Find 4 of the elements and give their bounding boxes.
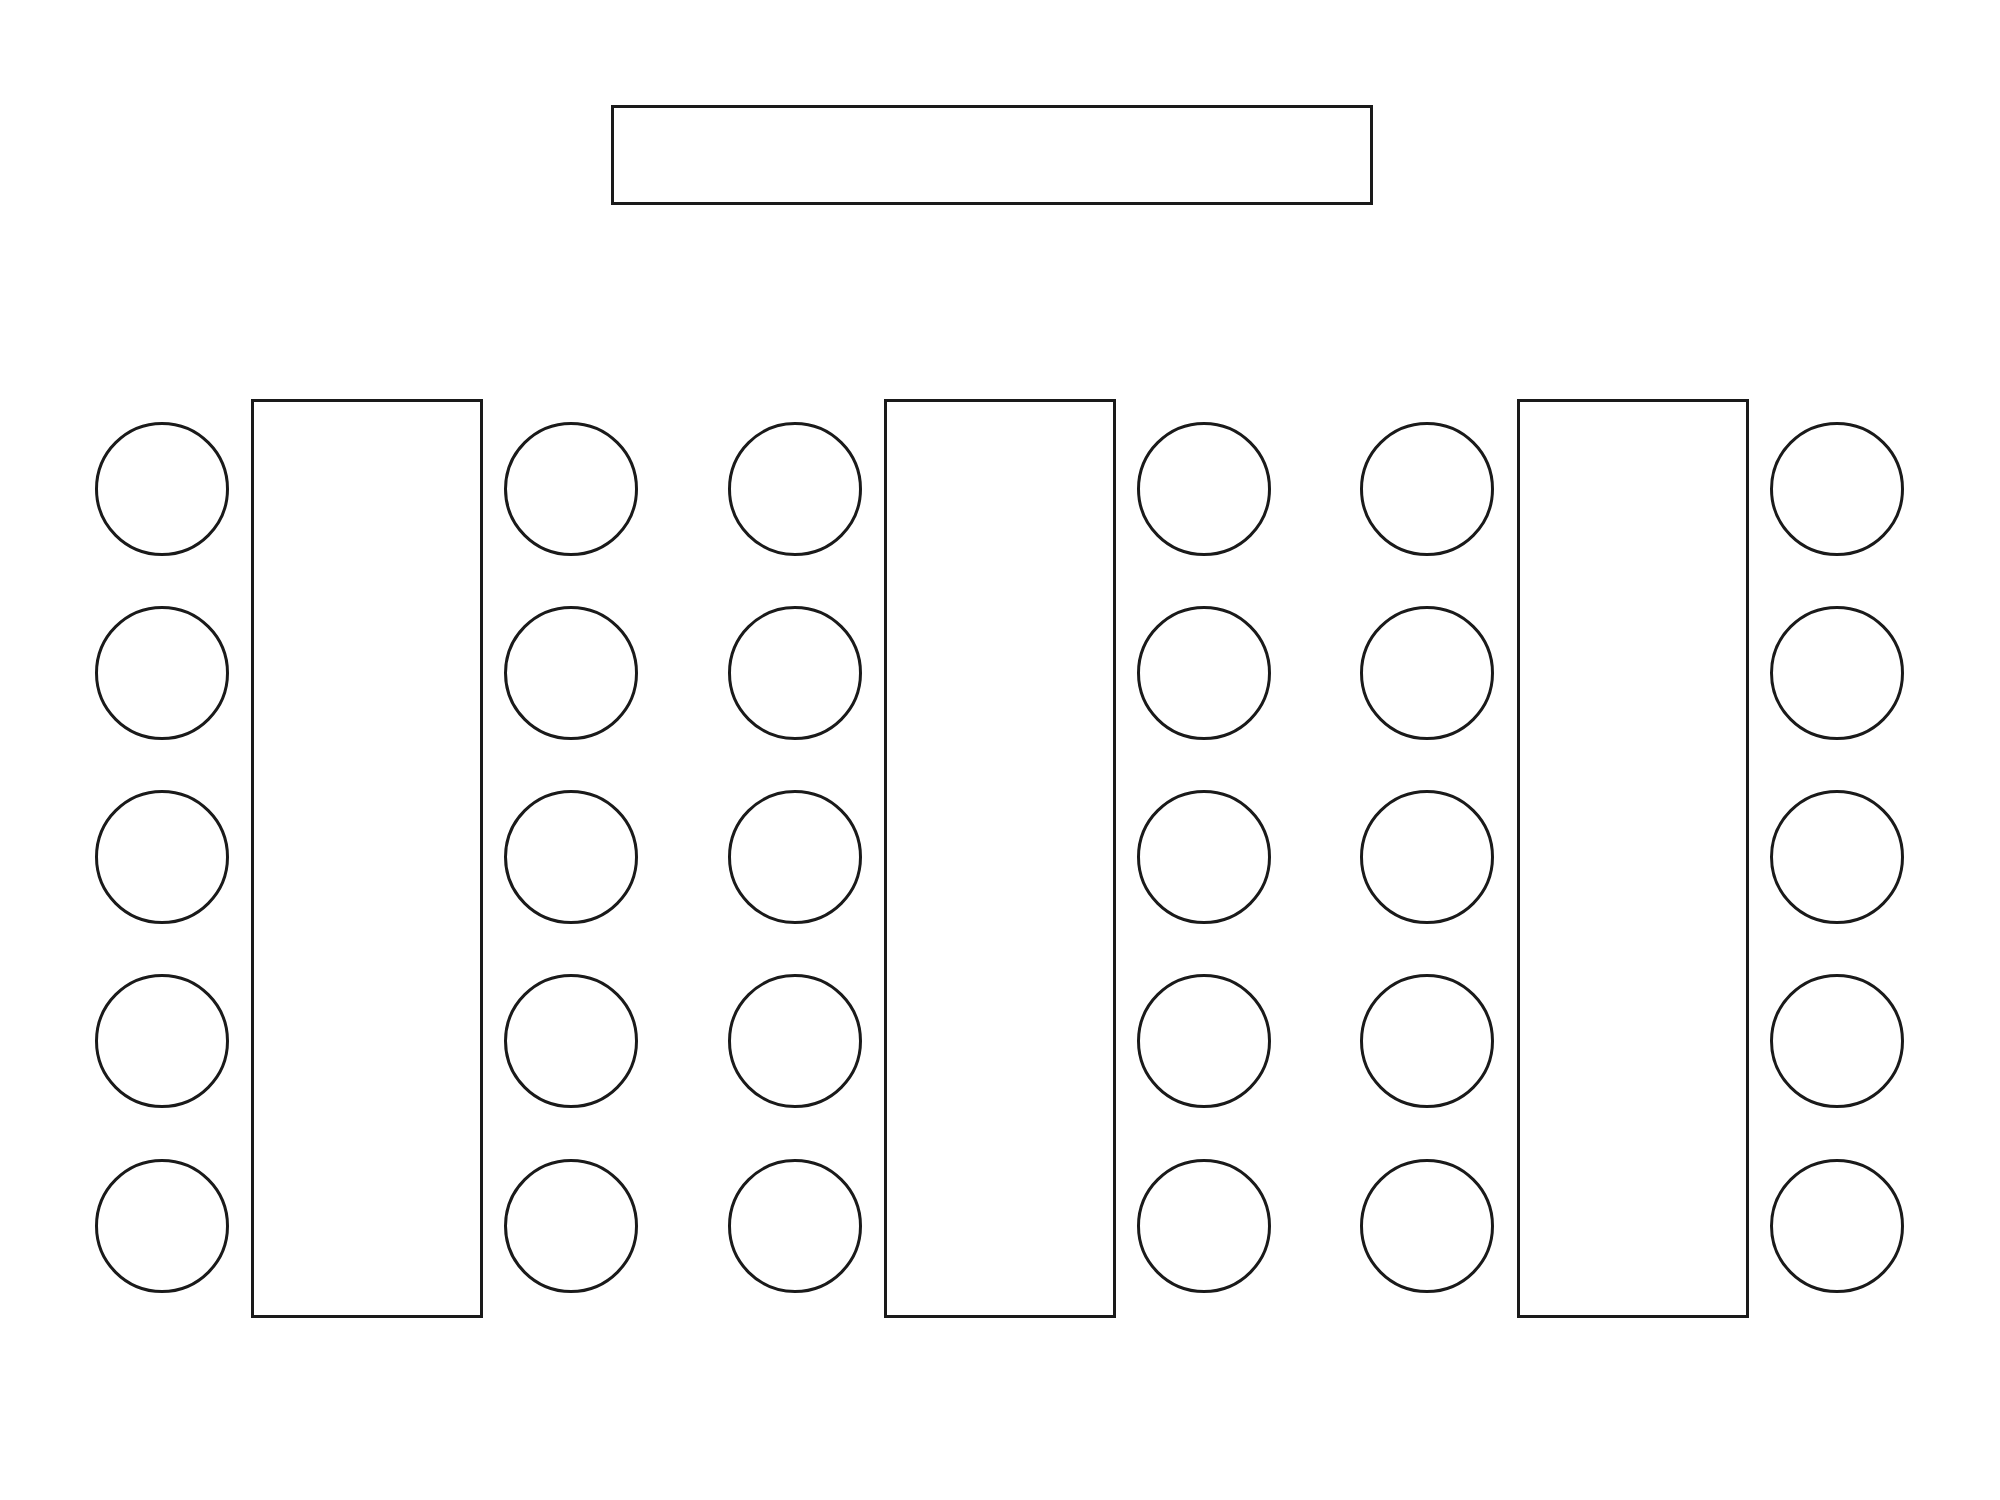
- head-table: [611, 105, 1373, 205]
- long-table: [251, 399, 483, 1318]
- long-table: [1517, 399, 1749, 1318]
- long-table: [884, 399, 1116, 1318]
